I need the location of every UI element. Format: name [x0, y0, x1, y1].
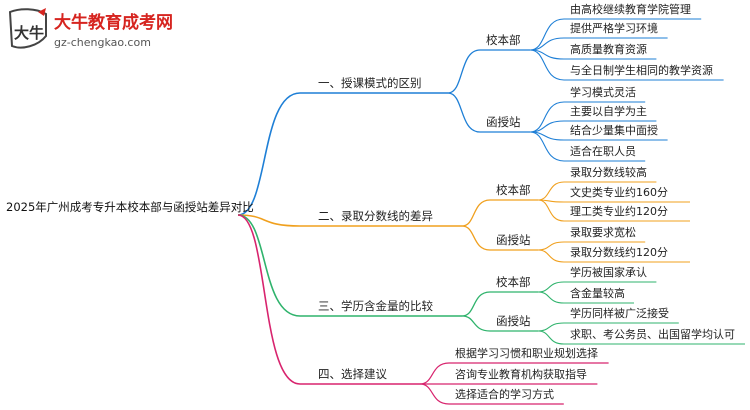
branch-1-group-2-item-3: 结合少量集中面授 — [570, 123, 658, 137]
mind-map-nodes: 2025年广州成考专升本校本部与函授站差异对比一、授课模式的区别校本部由高校继续… — [6, 2, 735, 401]
branch-1-group-1-title: 校本部 — [486, 33, 521, 47]
branch-1-group-1-item-4-connector — [529, 49, 565, 81]
logo-emblem-icon: 大牛 — [8, 8, 47, 49]
branch-1-group-1-item-3: 高质量教育资源 — [570, 42, 647, 56]
branch-3-connector — [237, 214, 301, 317]
branch-4-title: 四、选择建议 — [318, 367, 387, 381]
branch-3-group-2-item-2-connector — [537, 330, 565, 345]
branch-2-group-2-item-2: 录取分数线约120分 — [570, 245, 668, 259]
branch-3-group-1-title: 校本部 — [496, 275, 531, 289]
branch-3-group-1-item-2-connector — [537, 291, 565, 304]
branch-2-connector — [237, 214, 301, 227]
branch-2-group-2-connector — [461, 225, 491, 251]
branch-1-group-2-item-1: 学习模式灵活 — [570, 85, 636, 99]
branch-1-connector — [237, 92, 301, 216]
branch-3-group-1-connector — [461, 291, 491, 317]
branch-2-group-1-item-3: 理工类专业约120分 — [570, 204, 668, 218]
branch-1-group-1-item-2-connector — [529, 37, 565, 51]
branch-1-group-2-item-2: 主要以自学为主 — [570, 104, 647, 118]
branch-3-group-2-item-1-connector — [537, 322, 565, 332]
branch-3-title: 三、学历含金量的比较 — [318, 299, 433, 313]
branch-2-group-2-item-2-connector — [537, 249, 565, 263]
branch-4-item-3-connector — [419, 383, 450, 405]
branch-3-group-1-item-2: 含金量较高 — [570, 286, 625, 300]
branch-1-group-2-item-4-connector — [529, 131, 565, 162]
branch-1-group-2-item-1-connector — [529, 101, 565, 133]
logo-emblem-text: 大牛 — [14, 24, 44, 42]
branch-2-group-1-item-1-connector — [537, 181, 565, 201]
branch-3-group-2-item-2: 求职、考公务员、出国留学均认可 — [570, 327, 735, 341]
branch-2-title: 二、录取分数线的差异 — [318, 209, 433, 223]
branch-2-group-1-title: 校本部 — [496, 183, 531, 197]
branch-2-group-1-item-2: 文史类专业约160分 — [570, 185, 668, 199]
branch-3-group-2-item-1: 学历同样被广泛接受 — [570, 306, 669, 320]
branch-4-item-2: 咨询专业教育机构获取指导 — [455, 367, 587, 381]
branch-3-group-2-title: 函授站 — [496, 314, 531, 328]
site-logo[interactable]: 大牛 大牛教育成考网 gz-chengkao.com — [6, 6, 206, 56]
branch-4-item-1-connector — [419, 362, 450, 385]
branch-4-connector — [237, 214, 301, 385]
branch-1-group-1-item-1-connector — [529, 18, 565, 51]
branch-2-group-1-item-3-connector — [537, 199, 565, 222]
branch-3-group-2-connector — [461, 315, 491, 332]
branch-2-group-1-item-1: 录取分数线较高 — [570, 165, 647, 179]
branch-2-group-2-item-1: 录取要求宽松 — [570, 225, 636, 239]
logo-site-url: gz-chengkao.com — [54, 36, 151, 49]
branch-2-group-1-connector — [461, 199, 491, 227]
branch-2-group-2-item-1-connector — [537, 241, 565, 251]
branch-2-group-2-title: 函授站 — [496, 233, 531, 247]
branch-1-group-1-connector — [447, 49, 481, 94]
branch-4-item-3: 选择适合的学习方式 — [455, 387, 554, 401]
branch-1-group-1-item-1: 由高校继续教育学院管理 — [570, 2, 691, 16]
branch-1-group-2-item-4: 适合在职人员 — [570, 144, 636, 158]
branch-4-item-1: 根据学习习惯和职业规划选择 — [455, 346, 598, 360]
branch-1-group-2-title: 函授站 — [486, 115, 521, 129]
branch-1-group-1-item-2: 提供严格学习环境 — [570, 21, 658, 35]
connector-lines — [237, 18, 745, 405]
branch-3-group-1-item-1-connector — [537, 281, 565, 293]
branch-1-title: 一、授课模式的区别 — [318, 76, 422, 90]
logo-site-name: 大牛教育成考网 — [54, 12, 173, 33]
root-node-title: 2025年广州成考专升本校本部与函授站差异对比 — [6, 200, 254, 214]
branch-1-group-2-connector — [447, 92, 481, 133]
branch-1-group-1-item-4: 与全日制学生相同的教学资源 — [570, 63, 713, 77]
branch-3-group-1-item-1: 学历被国家承认 — [570, 265, 647, 279]
